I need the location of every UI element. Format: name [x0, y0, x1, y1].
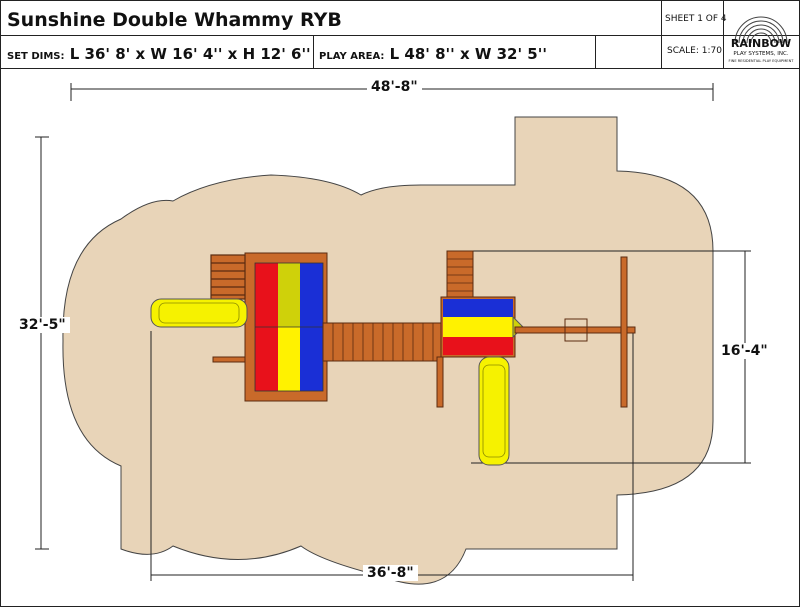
set-width-label: 16'-4": [717, 343, 772, 359]
title-divider: [595, 35, 596, 68]
swing-a-frame: [620, 256, 628, 408]
title-divider: [723, 1, 724, 68]
roof-red-bottom: [255, 327, 278, 391]
set-dims-value: L 36' 8' x W 16' 4'' x H 12' 6'': [69, 45, 311, 63]
drawing-title: Sunshine Double Whammy RYB: [7, 9, 342, 31]
play-area: PLAY AREA: L 48' 8'' x W 32' 5'': [319, 45, 547, 63]
scale-label: SCALE: 1:70: [667, 46, 722, 56]
set-length-label: 36'-8": [363, 565, 418, 581]
set-dims: SET DIMS: L 36' 8' x W 16' 4'' x H 12' 6…: [7, 45, 311, 63]
play-length-label: 48'-8": [367, 79, 422, 95]
title-block: Sunshine Double Whammy RYB SET DIMS: L 3…: [1, 1, 799, 69]
slide-left: [150, 298, 248, 328]
roof-blue-bottom: [300, 327, 323, 391]
step-bar: [212, 356, 246, 363]
play-area-value: L 48' 8'' x W 32' 5'': [389, 45, 547, 63]
roof-olive-top: [278, 263, 300, 327]
title-rule: [1, 35, 799, 36]
set-dims-label: SET DIMS:: [7, 51, 65, 62]
swing-beam: [514, 326, 636, 334]
title-divider: [661, 1, 662, 68]
roof-red: [443, 337, 513, 355]
slide-right: [478, 356, 510, 466]
title-divider: [313, 35, 314, 68]
roof-blue: [443, 299, 513, 317]
logo-line2: PLAY SYSTEMS, INC.: [733, 51, 788, 57]
roof-blue-top: [300, 263, 323, 327]
logo-line3: FINE RESIDENTIAL PLAY EQUIPMENT: [729, 59, 795, 63]
rainbow-logo: RAINBOW PLAY SYSTEMS, INC. FINE RESIDENT…: [729, 16, 795, 63]
post: [436, 356, 444, 408]
play-width-label: 32'-5": [15, 317, 70, 333]
logo-name: RAINBOW: [731, 37, 791, 50]
sheet-number: SHEET 1 OF 4: [665, 14, 727, 24]
title-rule-bottom: [1, 68, 799, 69]
roof-yellow-bottom: [278, 327, 300, 391]
roof-red-top: [255, 263, 278, 327]
swing-seat: [564, 318, 588, 342]
ladder: [446, 250, 474, 298]
monkey-bars-left: [210, 254, 246, 300]
play-area-label: PLAY AREA:: [319, 51, 385, 62]
roof-yellow: [443, 317, 513, 337]
